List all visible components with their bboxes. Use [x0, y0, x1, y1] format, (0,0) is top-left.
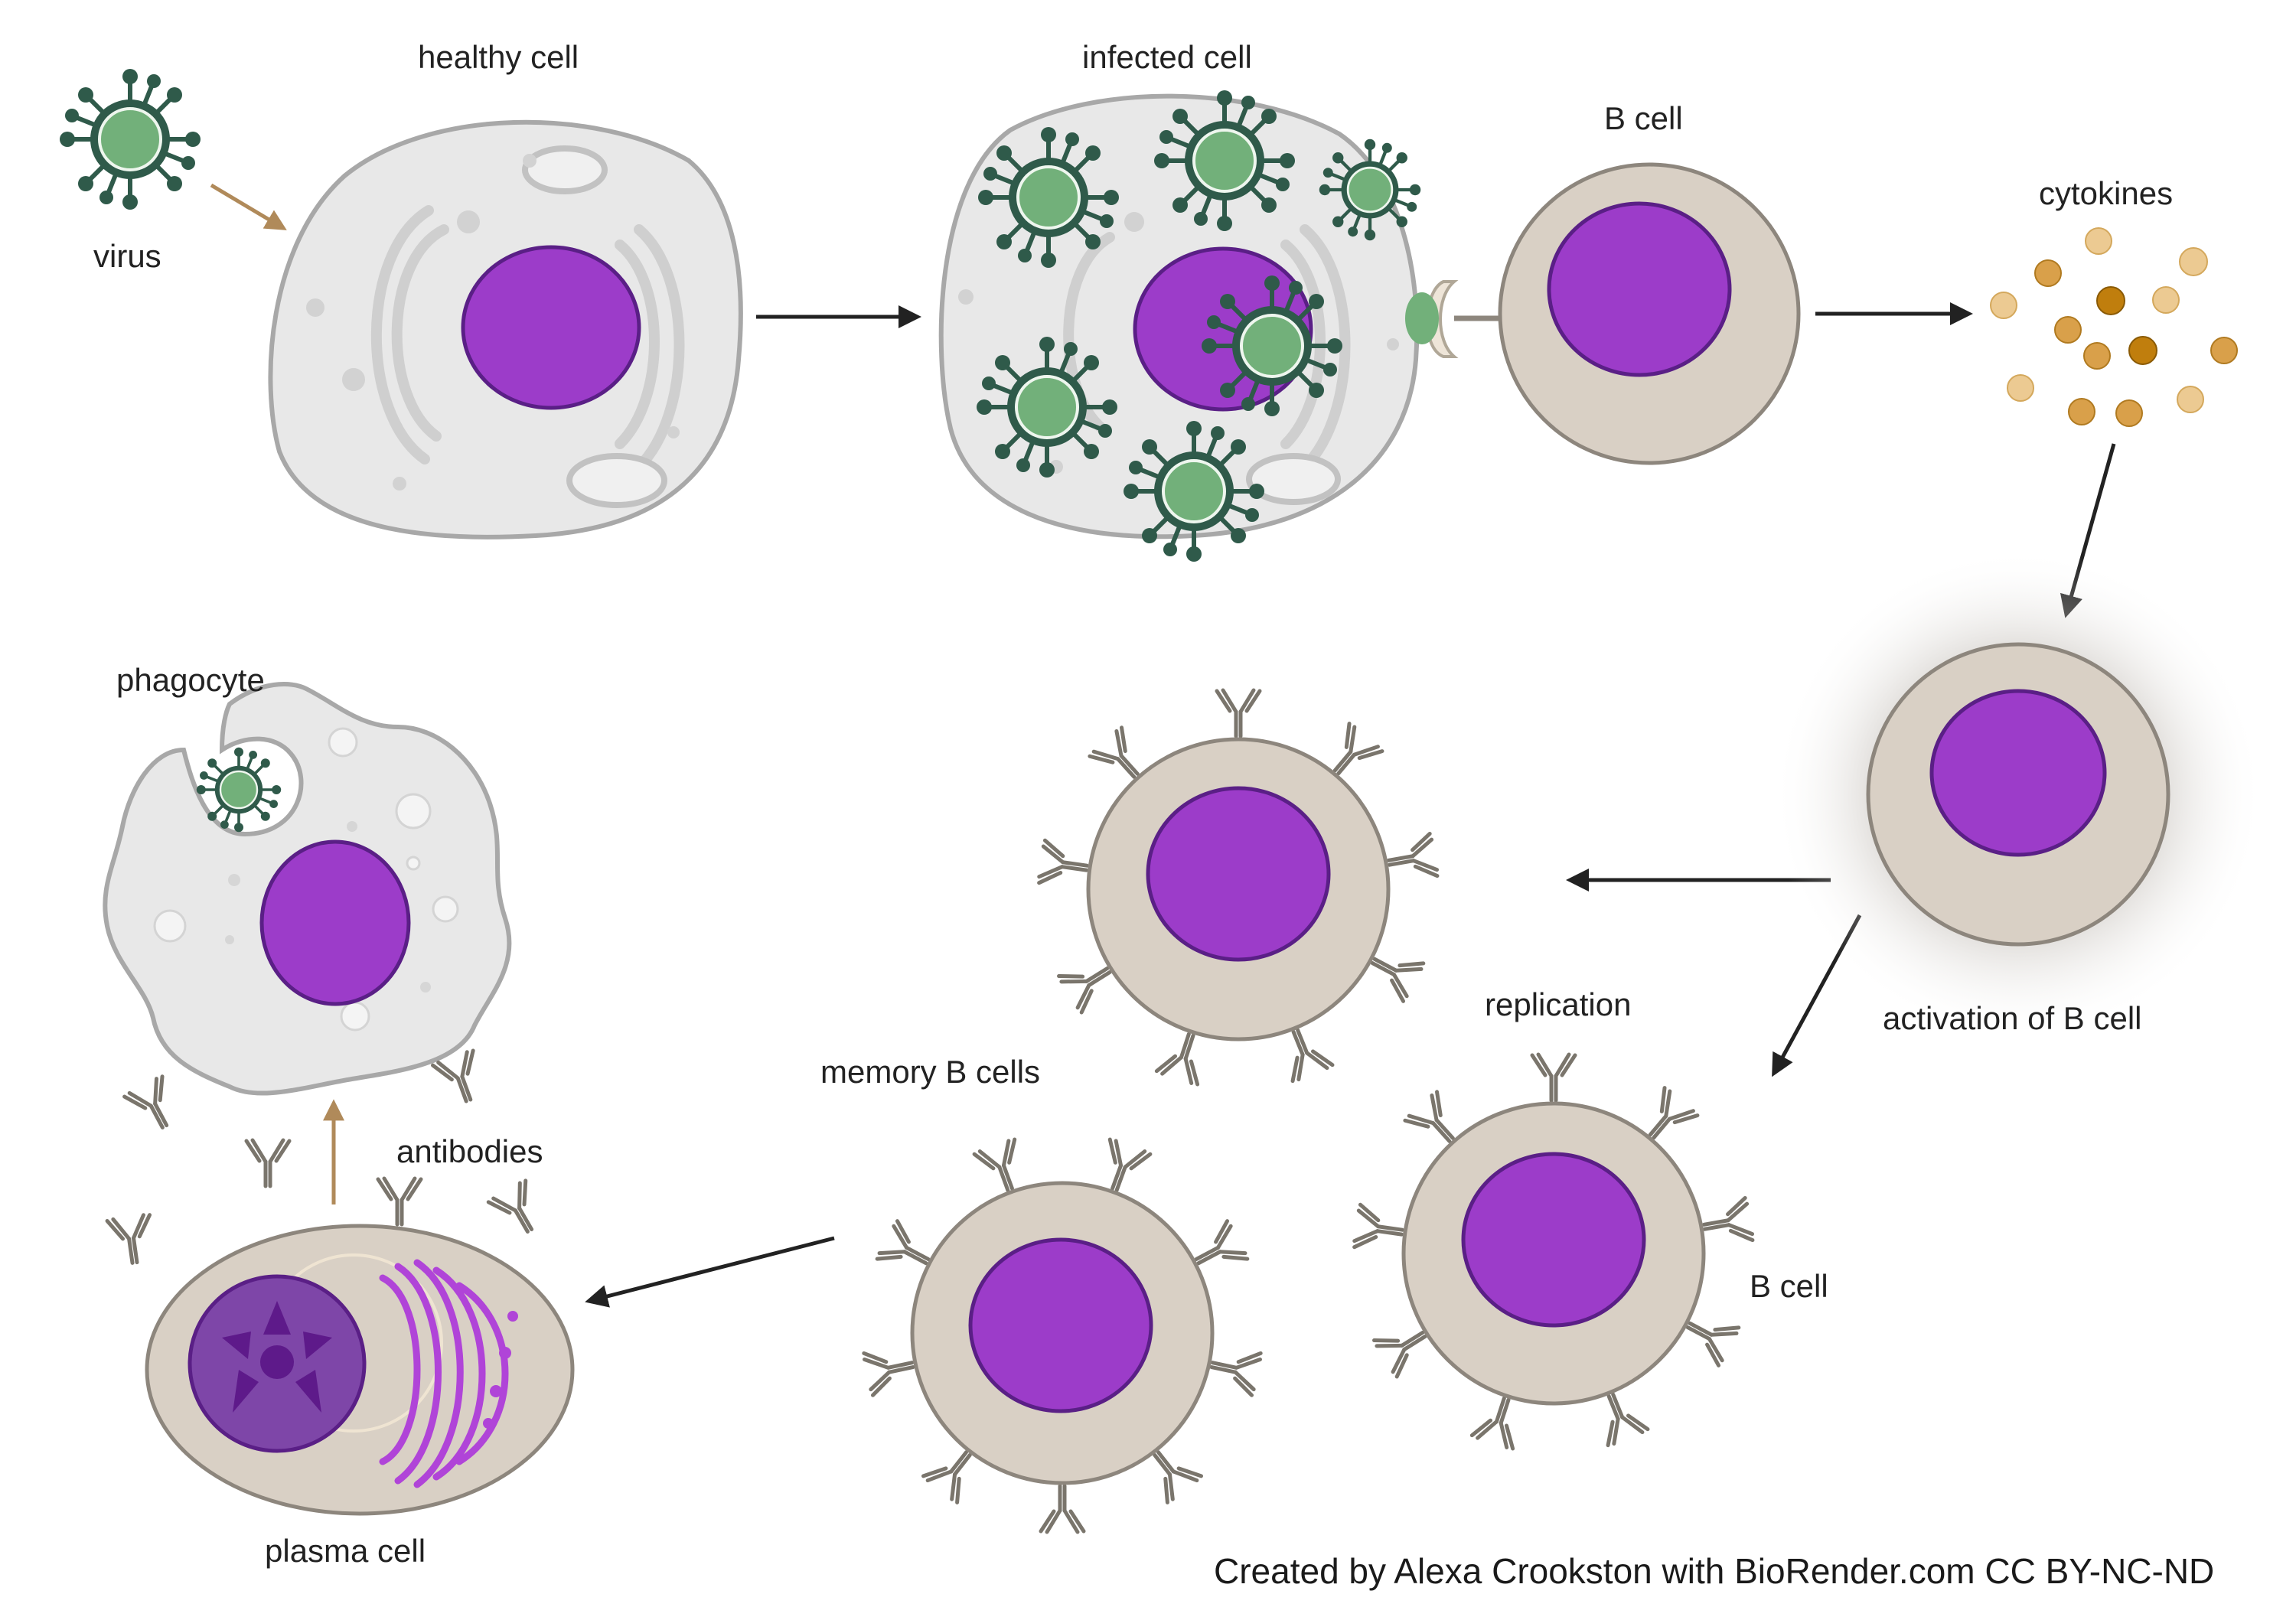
activated-b-cell	[1773, 549, 2263, 1039]
virus-icon	[1202, 275, 1342, 416]
replicated-b-cell	[1354, 1054, 1753, 1449]
arrow-memory-to-plasma	[585, 1236, 835, 1308]
memory-b-cell	[1039, 690, 1438, 1085]
label-virus: virus	[93, 238, 161, 274]
vesicles-icon	[306, 154, 680, 491]
label-antibodies: antibodies	[396, 1133, 543, 1169]
virus-icon	[1319, 139, 1420, 240]
infected-mitochondria-icon	[1246, 453, 1341, 505]
label-b-cell-top: B cell	[1604, 100, 1683, 136]
label-activation-of-b-cell: activation of B cell	[1883, 1000, 2142, 1036]
cytokines-icon	[1990, 227, 2238, 427]
antigen-receptor-icon	[1405, 280, 1502, 358]
infected-vesicles-icon	[958, 212, 1399, 474]
healthy-cell	[268, 119, 743, 539]
plasma-cell	[145, 1224, 575, 1516]
label-healthy-cell: healthy cell	[418, 39, 579, 75]
label-replication: replication	[1485, 986, 1632, 1022]
healthy-cell-nucleus	[461, 245, 641, 410]
phagocyte-granules-icon	[225, 821, 431, 993]
virus-icon	[60, 69, 201, 210]
b-cell-top	[1498, 162, 1801, 465]
label-phagocyte: phagocyte	[116, 662, 265, 698]
label-infected-cell: infected cell	[1082, 39, 1252, 75]
heterochromatin-icon	[222, 1301, 332, 1413]
virus-icon	[194, 745, 283, 833]
label-plasma-cell: plasma cell	[265, 1533, 426, 1569]
virus-icon	[1124, 421, 1264, 562]
label-cytokines: cytokines	[2039, 175, 2174, 211]
arrow-virus-to-cell	[210, 183, 287, 230]
mitochondria-icon	[522, 145, 667, 508]
credit-text: Created by Alexa Crookston with BioRende…	[1214, 1551, 2215, 1591]
infected-cell	[938, 90, 1502, 562]
phagocyte	[103, 682, 512, 1096]
memory-b-cell	[863, 1139, 1261, 1532]
virus-icon	[978, 127, 1119, 268]
virus-icon	[977, 337, 1117, 478]
endoplasmic-reticulum-icon	[379, 1259, 509, 1488]
phagocyte-nucleus	[259, 839, 411, 1006]
label-b-cell-bottom: B cell	[1750, 1268, 1828, 1304]
label-memory-b-cells: memory B cells	[820, 1054, 1041, 1090]
plasma-granules-icon	[483, 1311, 518, 1429]
golgi-icon	[370, 205, 685, 472]
virus-icon	[1154, 90, 1295, 231]
